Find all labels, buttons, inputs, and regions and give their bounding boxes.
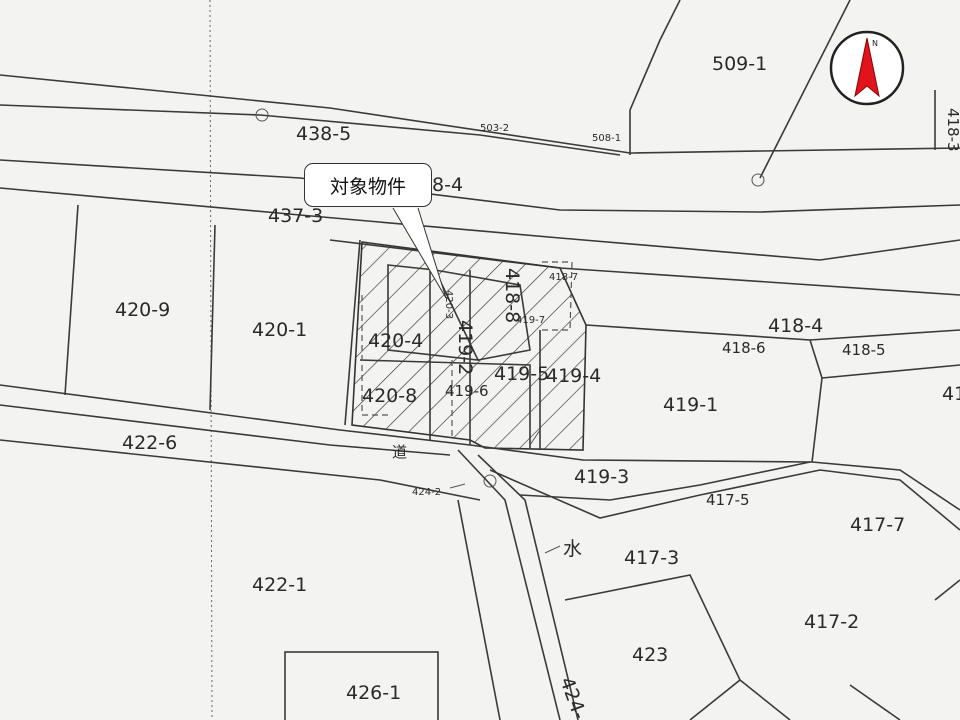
parcel-boundary (209, 224, 216, 411)
subject-parcel-area (351, 241, 587, 451)
road-edge (0, 159, 960, 213)
parcel-boundary (849, 684, 901, 720)
parcel-label: 423 (632, 644, 668, 666)
parcel-boundary (564, 574, 741, 720)
parcel-label: 509-1 (712, 53, 767, 75)
parcel-label: 418-4 (768, 315, 823, 337)
callout-label: 対象物件 (304, 163, 432, 207)
parcel-label: 419-7 (516, 315, 545, 326)
parcel-label: 8-4 (432, 174, 463, 196)
label-arrow (449, 483, 466, 489)
waterway-edge (477, 454, 579, 720)
label-arrow (544, 545, 561, 554)
road-edge (0, 404, 451, 456)
parcel-label: 417-3 (624, 547, 679, 569)
parcel-boundary (759, 0, 851, 179)
parcel-label: 419-2 (454, 320, 476, 375)
parcel-boundary (585, 324, 823, 463)
parcel-label: 419-4 (546, 365, 601, 387)
parcel-label: 418-3 (944, 108, 960, 152)
parcel-label: 418-5 (842, 341, 886, 359)
parcel-label: 422-6 (122, 432, 177, 454)
road-edge (0, 187, 960, 261)
parcel-label: 503-2 (480, 123, 509, 134)
survey-point (751, 173, 765, 187)
parcel-boundary (811, 461, 960, 511)
road-edge (489, 469, 960, 531)
survey-point (255, 108, 269, 122)
parcel-label: 419-5 (494, 363, 549, 385)
dashed-boundary (540, 261, 573, 331)
north-arrow-icon: N (829, 30, 905, 106)
parcel-label: 41 (942, 383, 960, 405)
parcel-boundary (809, 329, 960, 341)
road-edge (0, 439, 481, 501)
subject-subparcel (359, 359, 531, 448)
parcel-label: 417-5 (706, 491, 750, 509)
parcel-label: 422-1 (252, 574, 307, 596)
parcel-boundary (934, 579, 960, 601)
parcel-label: 418-7 (549, 272, 578, 283)
north-label: N (872, 39, 878, 48)
subject-subparcel (434, 269, 531, 361)
survey-point (483, 474, 497, 488)
parcel-label: 438-5 (296, 123, 351, 145)
road-edge (519, 461, 811, 501)
parcel-label: 420-3 (443, 290, 454, 319)
parcel-boundary (739, 679, 791, 720)
label-arrow (529, 429, 541, 446)
parcel-label: 424-2 (412, 487, 441, 498)
parcel-boundary (629, 0, 681, 155)
parcel-label: 419-3 (574, 466, 629, 488)
parcel-label: 420-1 (252, 319, 307, 341)
subject-property-callout: 対象物件 (304, 163, 434, 209)
parcel-label: 418-8 (501, 268, 523, 323)
parcel-boundary (64, 204, 79, 396)
parcel-label: 419-1 (663, 394, 718, 416)
parcel-boundary (457, 499, 501, 720)
parcel-boundary (821, 364, 960, 379)
parcel-label: 426-1 (346, 682, 401, 704)
parcel-label: 417-2 (804, 611, 859, 633)
road-edge (0, 74, 960, 154)
parcel-label: 418-6 (722, 339, 766, 357)
parcel-label: 424- (555, 674, 590, 720)
road-edge (0, 104, 621, 156)
parcel-426-1-boundary (284, 651, 439, 720)
water-label: 水 (563, 538, 582, 560)
road-edge (0, 384, 813, 463)
parcel-label: 420-4 (368, 330, 423, 352)
parcel-label: 437-3 (268, 205, 323, 227)
parcel-label: 420-9 (115, 299, 170, 321)
road-label: 道 (392, 443, 407, 461)
parcel-label: 419-6 (445, 382, 489, 400)
parcel-label: 508-1 (592, 133, 621, 144)
callout-pointer (392, 207, 447, 299)
parcel-label: 420-8 (362, 385, 417, 407)
dashed-boundary (361, 295, 392, 416)
waterway-edge (457, 449, 561, 720)
parcel-boundary (344, 239, 361, 426)
parcel-label: 417-7 (850, 514, 905, 536)
